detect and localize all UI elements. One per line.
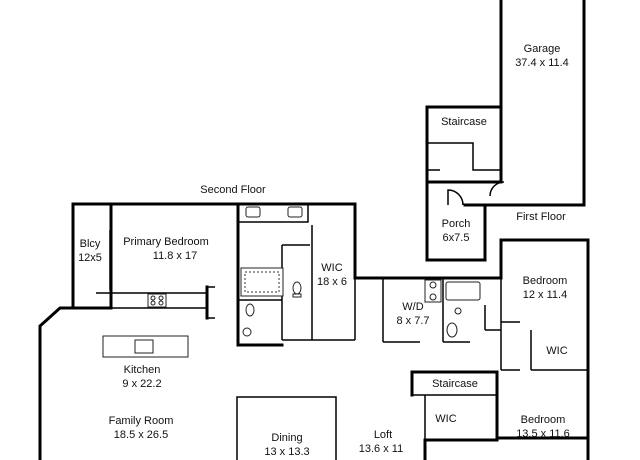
shower-icon xyxy=(240,267,284,297)
primary-bedroom-dims: 11.8 x 17 xyxy=(153,250,197,262)
family-room-name: Family Room xyxy=(109,415,174,427)
cooktop-icon xyxy=(147,293,167,308)
wic-loft-name: WIC xyxy=(435,413,456,425)
dining-dims: 13 x 13.3 xyxy=(264,446,309,458)
balcony-walls xyxy=(71,202,113,310)
porch-name: Porch xyxy=(442,218,471,230)
staircase-porch-walls xyxy=(425,105,505,262)
family-room-dims: 18.5 x 26.5 xyxy=(114,429,168,441)
porch-dims: 6x7.5 xyxy=(443,232,470,244)
right-wing-walls xyxy=(501,238,590,460)
primary-suite-walls xyxy=(109,202,357,347)
bathtub-icon xyxy=(445,281,481,301)
dining-loft-walls xyxy=(236,370,590,460)
bedroom-2-name: Bedroom xyxy=(521,414,566,426)
balcony-name: Blcy xyxy=(80,238,101,250)
primary-wic-name: WIC xyxy=(321,262,342,274)
kitchen-dims: 9 x 22.2 xyxy=(122,378,161,390)
garage-name: Garage xyxy=(524,43,561,55)
bath-fixtures xyxy=(240,206,303,337)
wic-right-name: WIC xyxy=(546,345,567,357)
loft-name: Loft xyxy=(374,429,392,441)
loft-dims: 13.6 x 11 xyxy=(359,443,403,455)
bedroom-1-dims: 12 x 11.4 xyxy=(523,289,567,301)
sink-icon xyxy=(242,327,252,337)
toilet-icon-2 xyxy=(245,303,255,317)
toilet-icon xyxy=(292,281,302,295)
laundry-walls xyxy=(353,238,590,370)
balcony-dims: 12x5 xyxy=(78,252,102,264)
first-floor-heading: First Floor xyxy=(516,211,566,223)
wd-name: W/D xyxy=(402,301,423,313)
main-living-walls xyxy=(38,292,207,460)
staircase-lower-name: Staircase xyxy=(432,378,478,390)
staircase-upper-name: Staircase xyxy=(441,116,487,128)
wd-dims: 8 x 7.7 xyxy=(396,315,429,327)
kitchen-name: Kitchen xyxy=(124,364,161,376)
second-floor-heading: Second Floor xyxy=(200,184,266,196)
dining-name: Dining xyxy=(271,432,302,444)
garage-walls xyxy=(463,0,586,207)
bedroom-2-dims: 13.5 x 11.6 xyxy=(516,428,570,440)
primary-wic-dims: 18 x 6 xyxy=(317,276,347,288)
laundry-fixtures xyxy=(424,279,481,338)
bedroom-1-name: Bedroom xyxy=(523,275,568,287)
primary-bedroom-name: Primary Bedroom xyxy=(123,236,209,248)
garage-dims: 37.4 x 11.4 xyxy=(515,57,569,69)
